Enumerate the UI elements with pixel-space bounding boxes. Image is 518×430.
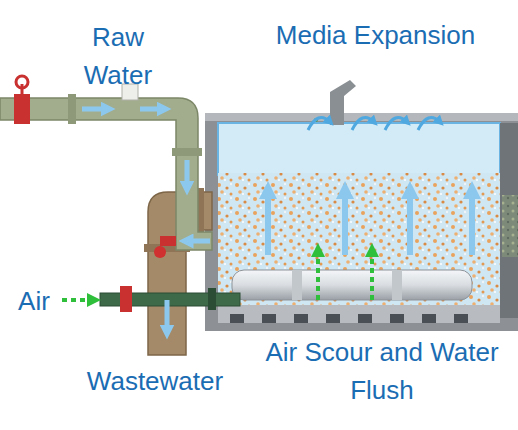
filter-tank (205, 80, 518, 331)
water-flow-arrows (268, 190, 472, 255)
callout-label: Raw Water (68, 18, 168, 94)
air-inlet-arrow (62, 298, 94, 302)
callout-label: Air Scour and Water Flush (262, 333, 502, 409)
air-pipe (100, 286, 240, 312)
callout-label: Media Expansion (238, 16, 513, 54)
callout-label: Wastewater (60, 362, 250, 400)
overflow-arrows (308, 118, 440, 131)
air-arrows (318, 250, 372, 300)
callout-label: Air (8, 282, 60, 320)
raw-water-pipe (0, 76, 212, 250)
pipe-flow-arrows (82, 109, 210, 332)
